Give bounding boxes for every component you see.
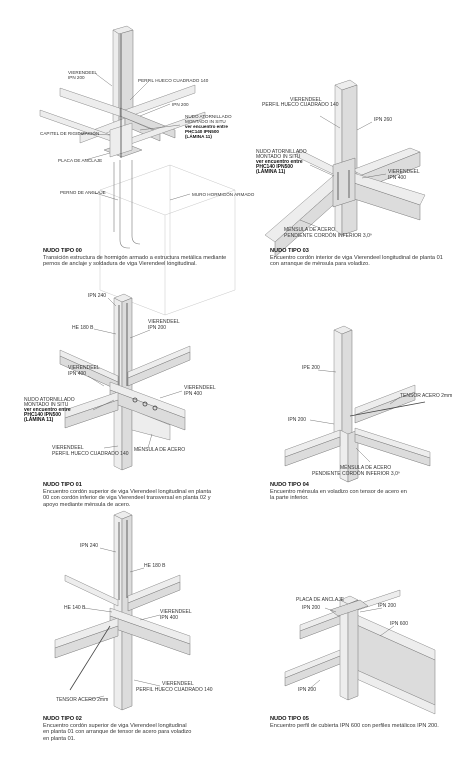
node-02-drawing: [54, 510, 191, 711]
n02-he180-label: HE 180 B: [144, 563, 166, 569]
n05-ipn600-label: IPN 600: [390, 621, 409, 627]
n02-ipn400-label: IPN 400: [160, 615, 179, 621]
n01-nudo-line5: (LÁMINA 11): [24, 417, 54, 423]
caption-title: NUDO TIPO 03: [270, 248, 309, 254]
n00-perfil-label: PERFIL HUECO CUADRADO 140: [138, 78, 209, 83]
n01-nudo-line1: NUDO ATORNILLADO: [24, 397, 75, 403]
node-00-drawing: [39, 25, 236, 316]
n01-mensula-label: MÉNSULA DE ACERO: [134, 447, 186, 453]
n03-nudo-line5: (LÁMINA 11): [256, 169, 286, 175]
n01-nudo-line4: PHC140 IPN500: [24, 412, 61, 418]
caption-title: NUDO TIPO 02: [43, 716, 82, 722]
n01-ipn240-label: IPN 240: [88, 293, 107, 299]
n03-mensula-line1: MÉNSULA DE ACERO: [284, 227, 336, 233]
n02-tensor-label: TENSOR ACERO 2mm: [56, 697, 109, 703]
caption-text: Transición estructura de hormigón armado…: [43, 254, 227, 268]
n04-ipn200-label: IPN 200: [288, 417, 307, 423]
caption-title: NUDO TIPO 00: [43, 248, 82, 254]
n03-ipn260-label: IPN 260: [374, 117, 393, 123]
n01-vier2-label: VIERENDEEL: [68, 365, 100, 371]
n03-mensula-line2: PENDIENTE CORDÓN INFERIOR 3,0º: [284, 233, 372, 239]
n01-perfil-label: PERFIL HUECO CUADRADO 140: [52, 451, 129, 457]
n00-capitel-label: CAPITEL DE RIGIDIZACIÓN: [40, 131, 100, 136]
n01-nudo-line2: MONTADO IN SITU: [24, 402, 69, 408]
n02-ipn240-label: IPN 240: [80, 543, 99, 549]
n03-nudo-line4: PHC140 IPN500: [256, 164, 293, 170]
n00-nudo-line2: MONTADO IN SITU: [185, 119, 226, 124]
caption-title: NUDO TIPO 01: [43, 482, 82, 488]
n01-nudo-line3: ver encuentro entre: [24, 407, 71, 413]
n00-ipn200-label: IPN 200: [68, 75, 85, 80]
n05-placa-label: PLACA DE ANCLAJE: [296, 597, 345, 603]
n02-perfil-label: PERFIL HUECO CUADRADO 140: [136, 687, 213, 693]
n00-nudo-line4: PHC140 IPN500: [185, 129, 219, 134]
caption-text: Encuentro perfil de cubierta IPN 600 con…: [270, 722, 439, 729]
n04-tensor-label: TENSOR ACERO 2mm: [400, 393, 453, 399]
n02-vier2-label: VIERENDEEL: [162, 681, 194, 687]
n04-mensula-line2: PENDIENTE CORDÓN INFERIOR 3,0º: [312, 471, 400, 477]
n03-nudo-line3: ver encuentro entre: [256, 159, 303, 165]
n05-ipn200c-label: IPN 200: [298, 687, 317, 693]
n01-vier4-label: VIERENDEEL: [52, 445, 84, 451]
n00-placa-label: PLACA DE ANCLAJE: [58, 158, 103, 163]
n00-nudo-line5: (LÁMINA 11): [185, 134, 212, 139]
caption-text: Encuentro cordón superior de viga Vieren…: [43, 488, 212, 508]
n03-perfil-label: PERFIL HUECO CUADRADO 140: [262, 102, 339, 108]
n03-vier2-label: VIERENDEEL: [388, 169, 420, 175]
n00-vierendeel-label: VIERENDEEL: [68, 70, 98, 75]
n01-vier3-label: VIERENDEEL: [184, 385, 216, 391]
n01-ipn200-label: IPN 200: [148, 325, 167, 331]
n01-ipn400b-label: IPN 400: [184, 391, 203, 397]
n03-vierendeel-label: VIERENDEEL: [290, 97, 322, 103]
n04-ipe200-label: IPE 200: [302, 365, 320, 371]
n01-ipn400-label: IPN 400: [68, 371, 87, 377]
node-03-drawing: [264, 79, 426, 258]
n02-he140-label: HE 140 B: [64, 605, 86, 611]
caption-nudo-05: NUDO TIPO 05 Encuentro perfil de cubiert…: [270, 716, 450, 729]
caption-nudo-00: NUDO TIPO 00 Transición estructura de ho…: [43, 248, 243, 268]
n02-vier1-label: VIERENDEEL: [160, 609, 192, 615]
node-01-drawing: [59, 293, 191, 471]
n04-mensula-line1: MÉNSULA DE ACERO: [340, 465, 392, 471]
node-05-drawing: [284, 589, 436, 715]
caption-title: NUDO TIPO 04: [270, 482, 309, 488]
n01-he180-label: HE 180 B: [72, 325, 94, 331]
n05-ipn200a-label: IPN 200: [302, 605, 321, 611]
caption-nudo-01: NUDO TIPO 01 Encuentro cordón superior d…: [43, 482, 213, 508]
n05-ipn200b-label: IPN 200: [378, 603, 397, 609]
caption-nudo-03: NUDO TIPO 03 Encuentro cordón interior d…: [270, 248, 450, 268]
caption-text: Encuentro ménsula en voladizo con tensor…: [270, 488, 407, 502]
caption-nudo-04: NUDO TIPO 04 Encuentro ménsula en voladi…: [270, 482, 410, 502]
n03-nudo-line2: MONTADO IN SITU: [256, 154, 301, 160]
n01-vier1-label: VIERENDEEL: [148, 319, 180, 325]
n00-ipn-label: IPN 200: [172, 102, 189, 107]
caption-title: NUDO TIPO 05: [270, 716, 309, 722]
n03-ipn400-label: IPN 400: [388, 175, 407, 181]
caption-text: Encuentro cordón interior de viga Vieren…: [270, 254, 443, 268]
n03-nudo-line1: NUDO ATORNILLADO: [256, 149, 307, 155]
n00-nudo-line3: ver encuentro entre: [185, 124, 228, 129]
n00-muro-label: MURO HORMIGÓN ARMADO: [192, 192, 255, 197]
n00-pernos-label: PERNO DE ANCLAJE: [60, 190, 106, 195]
caption-text: Encuentro cordón superior de viga Vieren…: [43, 722, 192, 742]
n00-nudo-line1: NUDO ATORNILLADO: [185, 114, 232, 119]
node-04-drawing: [284, 325, 431, 483]
caption-nudo-02: NUDO TIPO 02 Encuentro cordón superior d…: [43, 716, 193, 742]
